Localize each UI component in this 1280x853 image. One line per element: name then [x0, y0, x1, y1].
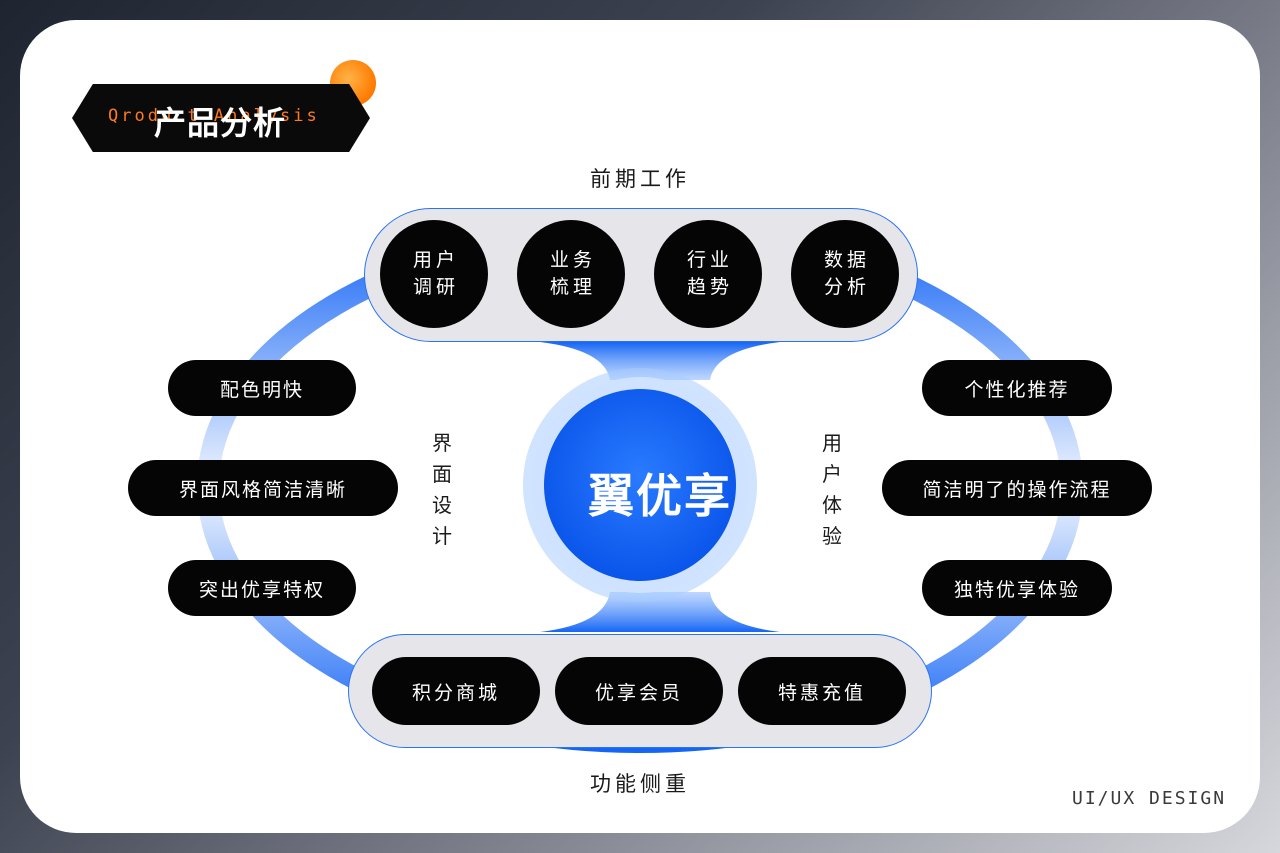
neck-bottom: [540, 592, 780, 632]
bottom-node: 优享会员: [555, 657, 723, 725]
canvas-card: Qroduct Analysis 产品分析 前期工作 功能侧重 界面设计 用户体…: [20, 20, 1260, 833]
top-node: 用户调研: [380, 220, 488, 328]
right-item: 简洁明了的操作流程: [882, 460, 1152, 516]
bottom-node: 特惠充值: [738, 657, 906, 725]
center-brand-label: 翼优享: [588, 469, 732, 523]
right-item: 独特优享体验: [922, 560, 1112, 616]
section-label-bottom: 功能侧重: [590, 772, 690, 796]
top-node: 数据分析: [791, 220, 899, 328]
core-circle: [544, 389, 736, 581]
footer-tagline: UI/UX DESIGN: [1072, 788, 1227, 809]
bottom-node: 积分商城: [372, 657, 540, 725]
left-item: 界面风格简洁清晰: [128, 460, 398, 516]
neck-top: [540, 342, 780, 380]
right-item: 个性化推荐: [922, 360, 1112, 416]
title-english: Qroduct Analysis: [108, 106, 320, 126]
section-label-left: 界面设计: [432, 431, 452, 548]
title-badge: [72, 84, 370, 152]
section-label-right: 用户体验: [822, 431, 842, 548]
top-node: 行业趋势: [654, 220, 762, 328]
title-chinese: 产品分析: [154, 104, 287, 142]
section-label-top: 前期工作: [590, 167, 690, 191]
left-item: 突出优享特权: [168, 560, 356, 616]
top-node: 业务梳理: [517, 220, 625, 328]
left-item: 配色明快: [168, 360, 356, 416]
